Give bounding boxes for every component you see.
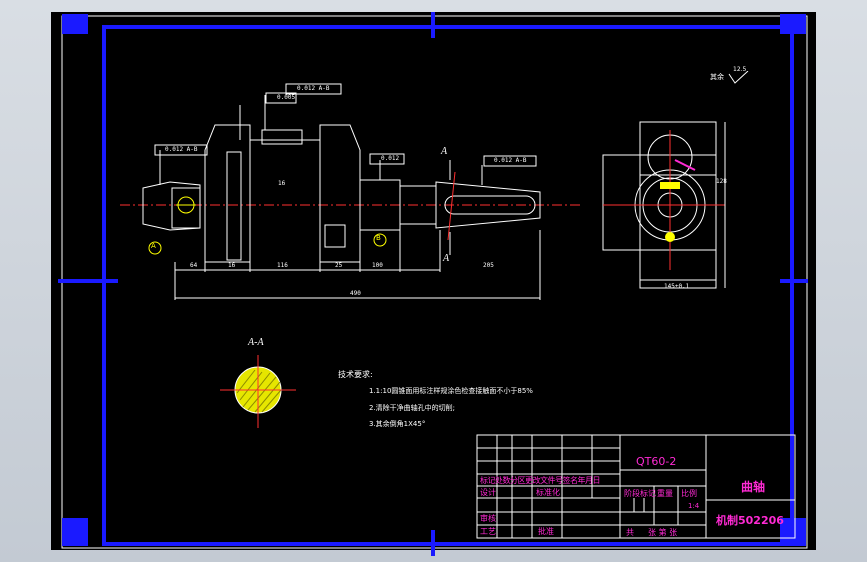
- roughness-value: 12.5: [733, 66, 747, 73]
- tb-weight: 重量: [657, 489, 673, 498]
- section-label: A-A: [248, 337, 264, 348]
- dim-d5: 100: [372, 262, 383, 269]
- dim-d2: 16: [228, 262, 236, 269]
- dim-side-h: 128: [716, 178, 727, 185]
- cut-label-bottom: A: [443, 253, 450, 264]
- main-view: [120, 95, 580, 300]
- detail-marks: [148, 196, 387, 255]
- tb-stage-mark: 阶段标记: [624, 489, 656, 498]
- dim-d4: 25: [335, 262, 343, 269]
- side-view: [602, 121, 726, 289]
- dim-overall: 490: [350, 290, 361, 297]
- section-aa: [220, 355, 296, 428]
- tol-runout-left: 0.012 A-B: [165, 146, 198, 153]
- tb-approve: 批准: [538, 527, 554, 536]
- cut-label-top: A: [441, 146, 448, 157]
- tolerance-frames: [154, 83, 537, 167]
- material-label: QT60-2: [636, 455, 677, 468]
- dim-d7: 16: [278, 180, 286, 187]
- roughness-note: 其余: [710, 73, 724, 81]
- taper-end: [435, 181, 541, 229]
- side-view-accents: [660, 159, 696, 242]
- tb-standardize: 标准化: [536, 488, 560, 497]
- tech-req-title: 技术要求:: [338, 370, 373, 379]
- datum-a: A: [151, 242, 156, 250]
- dim-d3: 116: [277, 262, 288, 269]
- dim-side-w: 145±0.1: [664, 283, 690, 290]
- tb-row-headers: 标记处数分区更改文件号签名年月日: [480, 476, 601, 485]
- center-marks: [58, 12, 808, 556]
- tb-checker: 审核: [480, 514, 496, 523]
- tb-sheet-no: 张 第 张: [648, 528, 678, 537]
- tol-runout-main: 0.012 A-B: [297, 85, 330, 92]
- datum-b: B: [376, 234, 381, 242]
- part-name: 曲轴: [741, 480, 766, 494]
- title-block: [476, 434, 796, 539]
- drawing-sheet: [51, 12, 816, 550]
- tol-flat-center: 0.012: [381, 155, 400, 162]
- tb-scale: 比例: [681, 489, 697, 498]
- tol-flatness: 0.005: [277, 94, 296, 101]
- tb-scale-value: 1:4: [688, 502, 700, 510]
- section-cut-line: [447, 171, 456, 241]
- corner-marks: [62, 14, 806, 546]
- tb-designer: 设计: [480, 488, 496, 497]
- tech-req-item-1: 1.1:10圆锥面用标注样规涂色检查接触面不小于85%: [369, 387, 533, 395]
- roughness-symbol: [728, 71, 749, 84]
- drawing-number: 机制502206: [716, 514, 784, 527]
- tb-sheets-total: 共: [626, 528, 634, 537]
- tol-runout-right: 0.012 A-B: [494, 157, 527, 164]
- dim-d1: 64: [190, 262, 198, 269]
- dim-d6: 205: [483, 262, 494, 269]
- tech-req-item-2: 2.清除干净曲轴孔中的切削;: [369, 404, 456, 412]
- tb-craft: 工艺: [480, 527, 496, 536]
- tech-req-item-3: 3.其余倒角1X45°: [369, 420, 426, 428]
- inner-frame: [102, 25, 794, 546]
